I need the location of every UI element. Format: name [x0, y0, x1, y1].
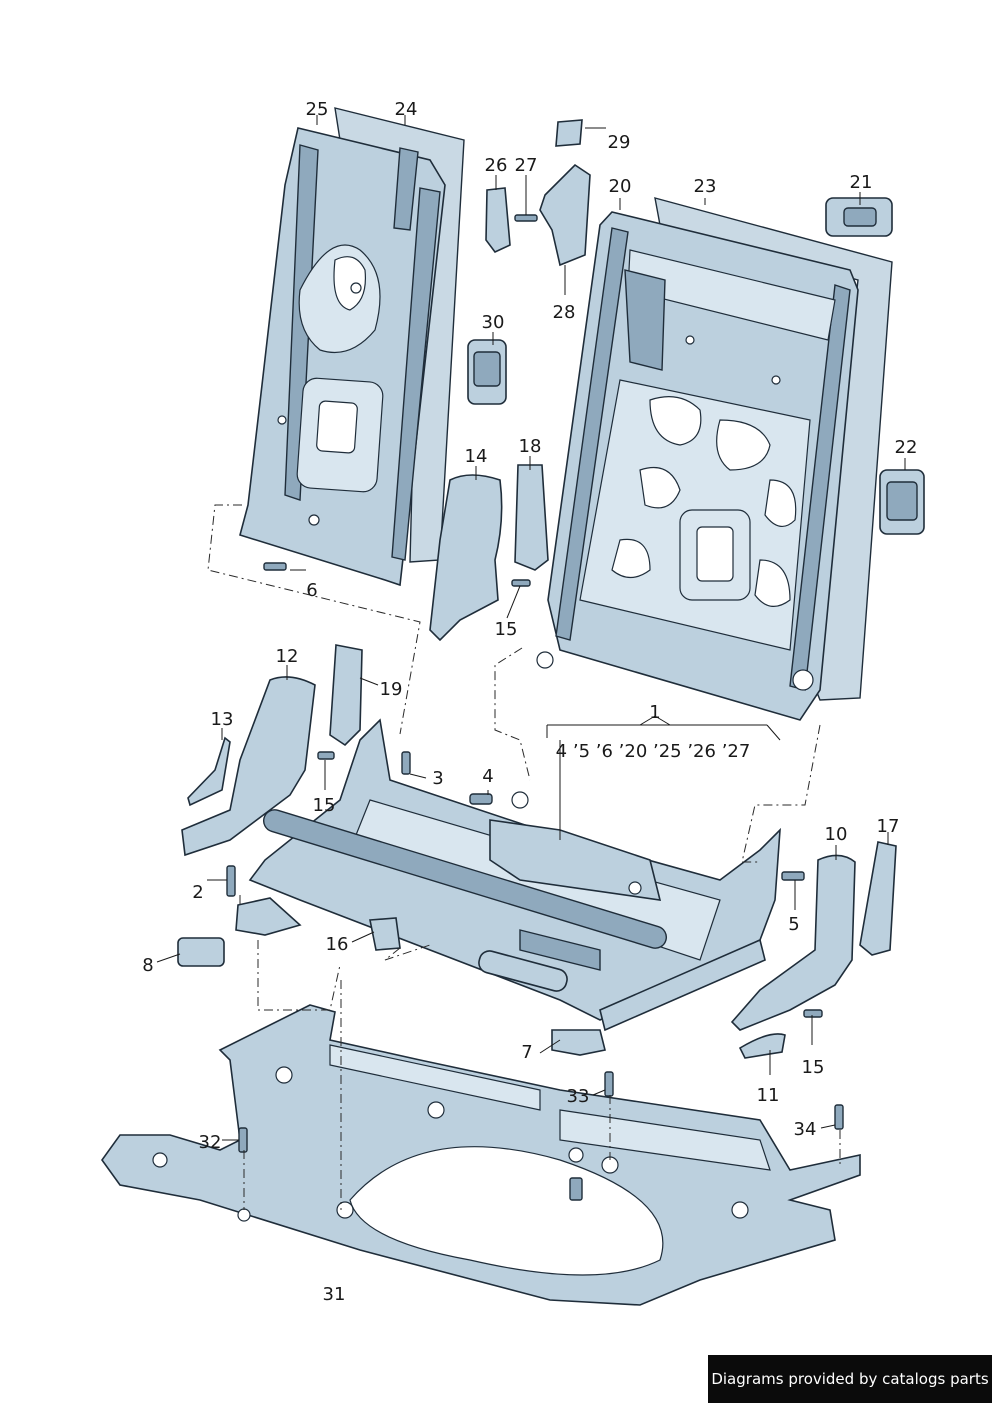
callout-26: 26 [484, 155, 508, 176]
footer-credit: Diagrams provided by catalogs parts [708, 1355, 992, 1403]
callout-12: 12 [275, 646, 299, 667]
callout-22: 22 [894, 437, 918, 458]
callout-1-list: 4 ’5 ’6 ’20 ’25 ’26 ’27 [555, 741, 751, 762]
callout-18: 18 [518, 436, 542, 457]
cover-18 [514, 464, 549, 571]
callout-31: 31 [322, 1284, 346, 1305]
callout-2: 2 [192, 882, 204, 903]
left-backrest-frame [239, 127, 446, 587]
screw-4 [469, 793, 493, 805]
callout-17: 17 [876, 816, 900, 837]
callout-27: 27 [514, 155, 538, 176]
slide-7 [551, 1029, 606, 1056]
seat-base-frame [248, 718, 781, 1032]
bolt-34 [834, 1104, 844, 1130]
cap-11 [738, 1033, 786, 1059]
screw-6 [263, 562, 287, 571]
callout-19: 19 [379, 679, 403, 700]
cover-14 [429, 474, 503, 642]
screw-2 [226, 865, 236, 897]
callout-8: 8 [142, 955, 154, 976]
screw-27 [514, 214, 538, 222]
callout-33: 33 [566, 1086, 590, 1107]
screw-3 [401, 751, 411, 775]
callout-34: 34 [793, 1119, 817, 1140]
cap-8 [177, 937, 225, 967]
callout-23: 23 [693, 176, 717, 197]
callout-13: 13 [210, 709, 234, 730]
rail-left [235, 897, 302, 936]
callout-30: 30 [481, 312, 505, 333]
callout-14: 14 [464, 446, 488, 467]
callout-10: 10 [824, 824, 848, 845]
callout-16: 16 [325, 934, 349, 955]
leader-lines [156, 115, 906, 1141]
cover-10 [730, 854, 856, 1031]
assembly-lines [207, 504, 841, 1210]
bolt-32 [238, 1127, 248, 1153]
callout-15b: 15 [312, 795, 336, 816]
callout-15a: 15 [494, 619, 518, 640]
callout-24: 24 [394, 99, 418, 120]
callout-21: 21 [849, 172, 873, 193]
callout-1: 1 [649, 702, 661, 723]
callout-11: 11 [756, 1085, 780, 1106]
callout-6: 6 [306, 580, 318, 601]
clip-16 [369, 917, 401, 951]
screw-5 [781, 871, 805, 881]
callout-3: 3 [432, 768, 444, 789]
callout-29: 29 [607, 132, 631, 153]
callout-28: 28 [552, 302, 576, 323]
bolt-33 [604, 1071, 614, 1097]
footer-text: Diagrams provided by catalogs parts [711, 1370, 989, 1388]
callout-7: 7 [521, 1042, 533, 1063]
callout-32: 32 [198, 1132, 222, 1153]
part-28 [539, 163, 591, 267]
part-29 [555, 119, 583, 147]
cover-12 [181, 676, 316, 857]
callout-15c: 15 [801, 1057, 825, 1078]
trim-17 [859, 841, 897, 956]
part-26 [485, 187, 511, 253]
right-backrest-frame [536, 211, 859, 721]
bracket-19 [329, 644, 363, 747]
callout-20: 20 [608, 176, 632, 197]
callout-4: 4 [482, 766, 494, 787]
trim-13 [187, 736, 231, 807]
callout-25: 25 [305, 99, 329, 120]
callout-5: 5 [788, 914, 800, 935]
floor-pan-31 [101, 1004, 861, 1306]
